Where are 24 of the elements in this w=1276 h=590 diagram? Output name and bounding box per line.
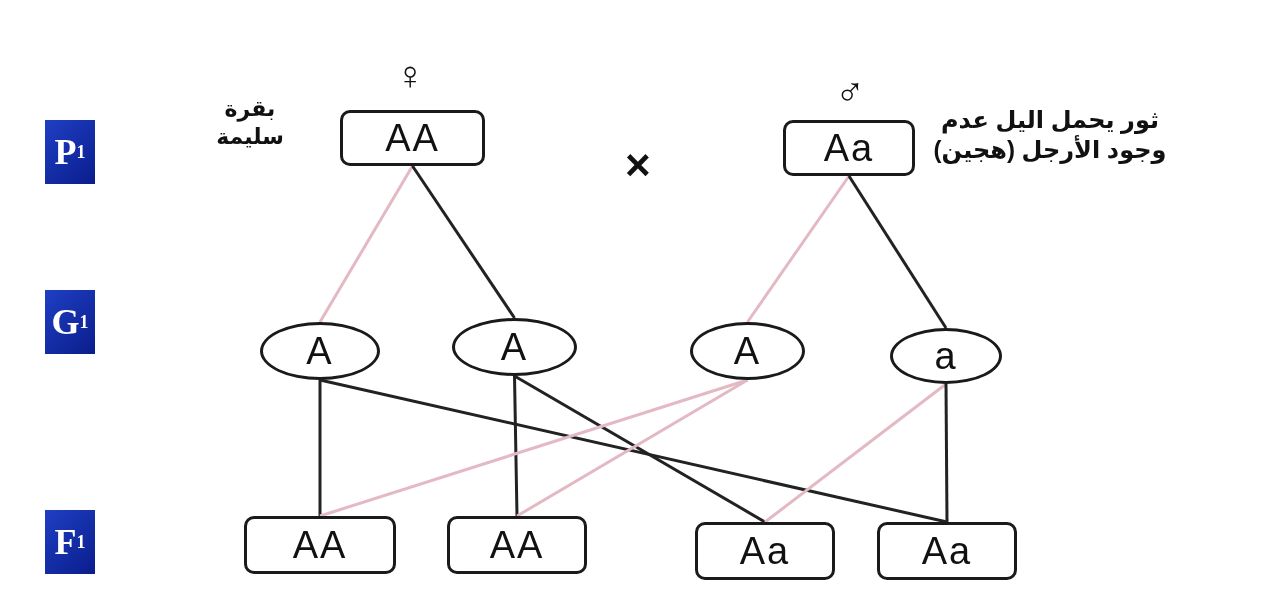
genotype-box: Aa [783, 120, 915, 176]
genotype-box: Aa [695, 522, 835, 580]
sex-symbol: ♂ [834, 67, 866, 114]
gamete-oval: A [690, 322, 805, 380]
connector-line [847, 175, 948, 329]
genotype-box: AA [447, 516, 587, 574]
connector-line [764, 382, 947, 524]
gamete-oval: a [890, 328, 1002, 384]
caption-text: بقرة سليمة [215, 95, 285, 150]
sex-symbol: ♀ [395, 52, 425, 99]
gamete-oval: A [260, 322, 380, 380]
connector-line [411, 165, 516, 319]
connector-line [319, 378, 948, 524]
cross-sign: × [625, 140, 651, 190]
caption-text: ثور يحمل اليل عدم وجود الأرجل (هجين) [932, 105, 1168, 165]
genotype-box: AA [244, 516, 396, 574]
connector-line [746, 175, 851, 323]
connector-line [513, 375, 519, 517]
genotype-box: Aa [877, 522, 1017, 580]
gamete-oval: A [452, 318, 577, 376]
connector-line [318, 165, 414, 323]
connector-line [318, 380, 322, 516]
connector-line [944, 384, 949, 522]
genotype-box: AA [340, 110, 485, 166]
